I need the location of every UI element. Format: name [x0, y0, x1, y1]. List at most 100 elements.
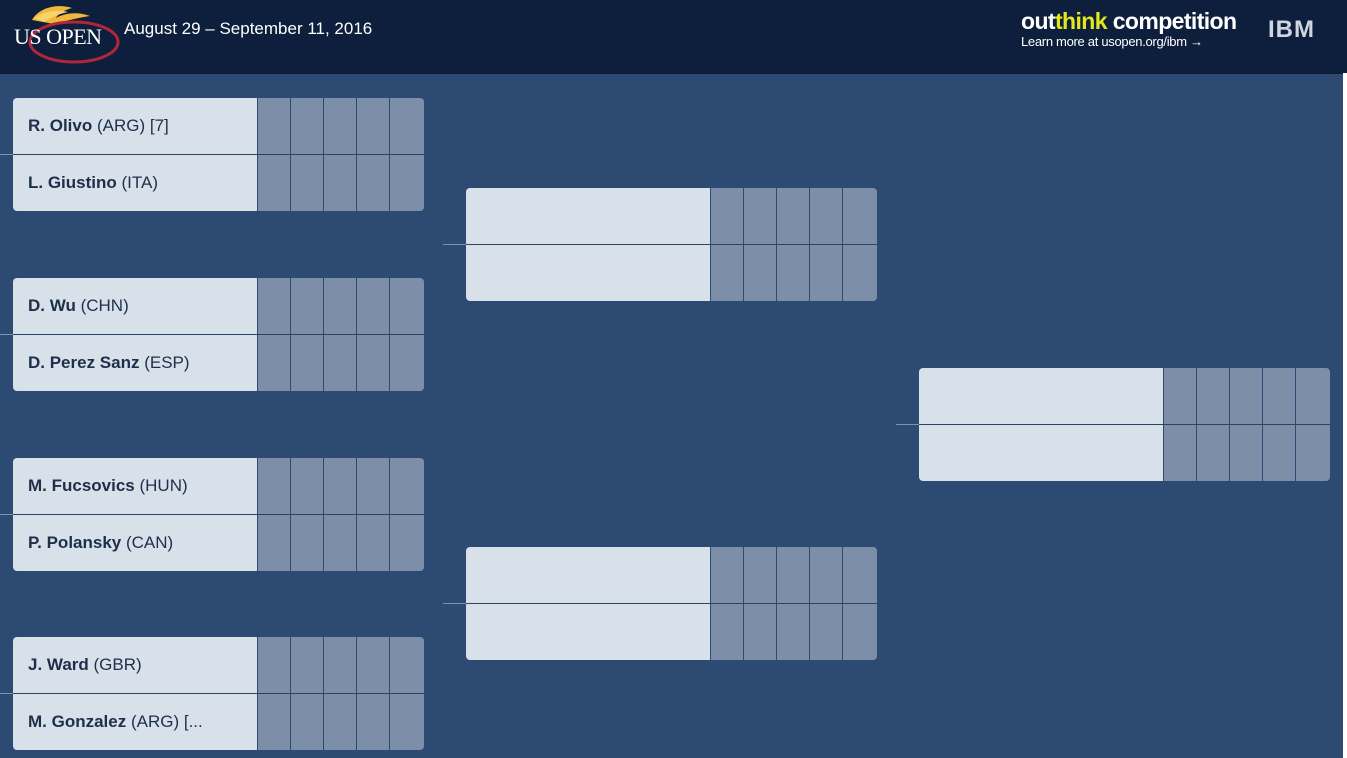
- player-row[interactable]: [466, 188, 877, 244]
- match-box[interactable]: [466, 547, 877, 660]
- player-row[interactable]: [919, 425, 1330, 481]
- player-country: (CHN): [75, 296, 129, 315]
- set-score-cell: [1263, 368, 1295, 424]
- promo-title: outthink competition: [1021, 8, 1237, 34]
- set-score-cell: [291, 278, 323, 334]
- player-name: R. Olivo: [28, 116, 93, 135]
- player-name-cell[interactable]: [466, 245, 710, 301]
- set-score-cell: [258, 458, 290, 514]
- set-score-cell: [324, 458, 356, 514]
- set-score-cell: [744, 604, 776, 660]
- set-score-cell: [324, 278, 356, 334]
- player-country: (CAN): [121, 533, 174, 552]
- set-score-cell: [1263, 425, 1295, 481]
- player-name-cell[interactable]: [919, 368, 1163, 424]
- set-score-cell: [1197, 368, 1229, 424]
- set-score-cell: [324, 155, 356, 211]
- player-row[interactable]: J. Ward (GBR): [13, 637, 424, 693]
- set-score-cell: [777, 188, 809, 244]
- set-score-cell: [291, 155, 323, 211]
- player-country: (ESP): [139, 353, 190, 372]
- row-divider: [466, 244, 877, 245]
- player-country: (GBR): [88, 655, 142, 674]
- set-score-cell: [390, 98, 424, 154]
- set-score-cell: [1230, 425, 1262, 481]
- player-name-cell[interactable]: M. Fucsovics (HUN): [13, 458, 257, 514]
- player-name-cell[interactable]: L. Giustino (ITA): [13, 155, 257, 211]
- bracket-connector: [0, 693, 13, 694]
- set-score-cell: [744, 245, 776, 301]
- set-score-cell: [324, 335, 356, 391]
- player-row[interactable]: L. Giustino (ITA): [13, 155, 424, 211]
- player-name-cell[interactable]: D. Wu (CHN): [13, 278, 257, 334]
- bracket-connector: [896, 424, 919, 425]
- row-divider: [466, 603, 877, 604]
- player-country: (HUN): [134, 476, 188, 495]
- set-score-cell: [357, 458, 389, 514]
- match-box[interactable]: [919, 368, 1330, 481]
- player-name-cell[interactable]: P. Polansky (CAN): [13, 515, 257, 571]
- set-score-cell: [357, 515, 389, 571]
- set-score-cell: [291, 694, 323, 750]
- set-score-cell: [810, 245, 842, 301]
- match-box[interactable]: D. Wu (CHN)D. Perez Sanz (ESP): [13, 278, 424, 391]
- player-name-cell[interactable]: [466, 547, 710, 603]
- player-name-cell[interactable]: M. Gonzalez (ARG) [...: [13, 694, 257, 750]
- set-score-cell: [1164, 425, 1196, 481]
- promo-link[interactable]: Learn more at usopen.org/ibm →: [1021, 34, 1203, 49]
- row-divider: [13, 514, 424, 515]
- match-box[interactable]: R. Olivo (ARG) [7]L. Giustino (ITA): [13, 98, 424, 211]
- player-row[interactable]: M. Fucsovics (HUN): [13, 458, 424, 514]
- match-box[interactable]: M. Fucsovics (HUN)P. Polansky (CAN): [13, 458, 424, 571]
- us-open-logo[interactable]: US OPEN: [10, 2, 120, 68]
- player-name-cell[interactable]: R. Olivo (ARG) [7]: [13, 98, 257, 154]
- set-score-cell: [390, 278, 424, 334]
- player-country: (ARG) [...: [126, 712, 203, 731]
- player-row[interactable]: [466, 547, 877, 603]
- flame-ball-icon: [28, 6, 120, 64]
- player-name-cell[interactable]: D. Perez Sanz (ESP): [13, 335, 257, 391]
- page-edge: [1343, 73, 1347, 758]
- set-score-cell: [390, 694, 424, 750]
- set-score-cell: [711, 245, 743, 301]
- player-name-cell[interactable]: [919, 425, 1163, 481]
- row-divider: [919, 424, 1330, 425]
- set-score-cell: [390, 458, 424, 514]
- match-box[interactable]: J. Ward (GBR)M. Gonzalez (ARG) [...: [13, 637, 424, 750]
- player-row[interactable]: D. Perez Sanz (ESP): [13, 335, 424, 391]
- logo-text: US OPEN: [14, 24, 102, 49]
- set-score-cell: [291, 98, 323, 154]
- set-score-cell: [258, 335, 290, 391]
- player-row[interactable]: M. Gonzalez (ARG) [...: [13, 694, 424, 750]
- set-score-cell: [291, 335, 323, 391]
- player-row[interactable]: D. Wu (CHN): [13, 278, 424, 334]
- set-score-cell: [258, 694, 290, 750]
- bracket-connector: [0, 334, 13, 335]
- set-score-cell: [390, 515, 424, 571]
- set-score-cell: [390, 335, 424, 391]
- player-row[interactable]: [466, 245, 877, 301]
- set-score-cell: [357, 637, 389, 693]
- ibm-promo[interactable]: outthink competition Learn more at usope…: [1021, 8, 1237, 49]
- bracket-connector: [0, 154, 13, 155]
- player-name-cell[interactable]: [466, 604, 710, 660]
- set-score-cell: [258, 515, 290, 571]
- set-score-cell: [258, 278, 290, 334]
- player-row[interactable]: [919, 368, 1330, 424]
- set-score-cell: [711, 188, 743, 244]
- set-score-cell: [810, 188, 842, 244]
- tournament-dates: August 29 – September 11, 2016: [124, 19, 373, 38]
- player-row[interactable]: P. Polansky (CAN): [13, 515, 424, 571]
- set-score-cell: [843, 245, 877, 301]
- set-score-cell: [357, 278, 389, 334]
- match-box[interactable]: [466, 188, 877, 301]
- player-row[interactable]: R. Olivo (ARG) [7]: [13, 98, 424, 154]
- player-name-cell[interactable]: J. Ward (GBR): [13, 637, 257, 693]
- player-name: D. Perez Sanz: [28, 353, 140, 372]
- set-score-cell: [357, 155, 389, 211]
- player-row[interactable]: [466, 604, 877, 660]
- set-score-cell: [744, 547, 776, 603]
- set-score-cell: [390, 637, 424, 693]
- bracket-connector: [0, 514, 13, 515]
- player-name-cell[interactable]: [466, 188, 710, 244]
